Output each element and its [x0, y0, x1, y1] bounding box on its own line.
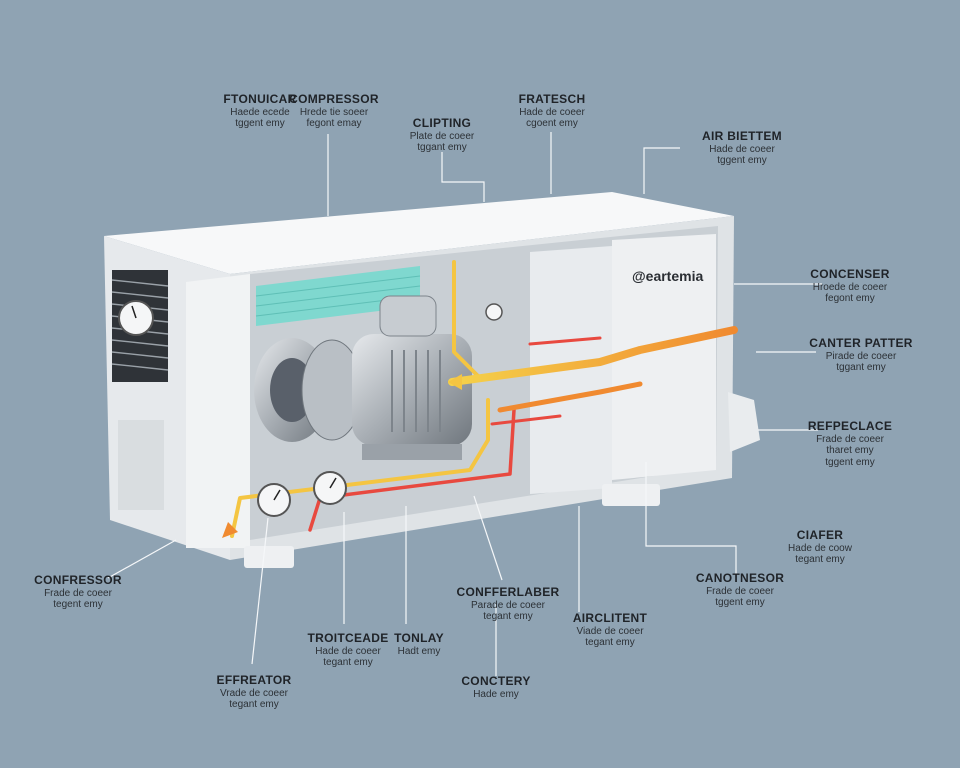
label-conctery: CONCTERY Hade emy — [450, 674, 542, 700]
label-sub: tharet emy — [826, 445, 874, 457]
label-sub: cgoent emy — [526, 118, 578, 130]
label-sub: Hade de coow — [788, 542, 852, 554]
label-title: CONFRESSOR — [34, 573, 122, 587]
label-sub: Frade de coeer — [706, 585, 774, 597]
label-title: TONLAY — [394, 631, 444, 645]
label-canotnesor: CANOTNESOR Frade de coeer tggent emy — [690, 571, 790, 609]
label-sub: Viade de coeer — [576, 625, 644, 637]
label-sub: tegant emy — [585, 637, 635, 649]
label-sub: tggent emy — [717, 155, 767, 167]
label-title: REFPECLACE — [807, 419, 893, 433]
label-title: CONCENSER — [810, 267, 890, 281]
label-sub: Vrade de coeer — [219, 687, 288, 699]
label-sub: tggant emy — [836, 362, 886, 374]
label-sub: Hrede tie soeer — [299, 106, 369, 118]
label-troitceade: TROITCEADE Hade de coeer tegant emy — [302, 631, 394, 669]
label-fratesch: FRATESCH Hade de coeer cgoent emy — [504, 92, 600, 130]
label-sub: Pirade de coeer — [825, 350, 897, 362]
label-sub: Hade de coeer — [315, 645, 381, 657]
label-sub: Plate de coeer — [409, 130, 475, 142]
label-title: CLIPTING — [412, 116, 472, 130]
leader-lines — [107, 132, 822, 676]
label-title: CONFFERLABER — [456, 585, 560, 599]
label-sub: tegent emy — [53, 599, 103, 611]
label-tonlay: TONLAY Hadt emy — [386, 631, 452, 657]
compressor-motor — [352, 295, 472, 460]
label-confferlaber: CONFFERLABER Parade de coeer tegant emy — [456, 585, 560, 623]
label-sub: Frade de coeer — [816, 433, 884, 445]
label-sub: tggant emy — [417, 142, 467, 154]
label-title: TROITCEADE — [307, 631, 389, 645]
label-concenser: CONCENSER Hroede de coeer fegont emy — [800, 267, 900, 305]
label-sub: tegant emy — [229, 699, 279, 711]
side-gauge-icon — [118, 300, 154, 336]
label-sub: Frade de coeer — [44, 587, 112, 599]
label-air-biettem: AIR BIETTEM Hade de coeer tggent emy — [692, 129, 792, 167]
label-effreator: EFFREATOR Vrade de coeer tegant emy — [206, 673, 302, 711]
label-sub: fegont emy — [825, 293, 875, 305]
label-ciafer: CIAFER Hade de coow tegant emy — [780, 528, 860, 566]
label-title: EFFREATOR — [216, 673, 292, 687]
label-compressor-top: COMPRESSOR Hrede tie soeer fegont emay — [286, 92, 382, 130]
label-clipting: CLIPTING Plate de coeer tggant emy — [394, 116, 490, 154]
label-title: AIR BIETTEM — [702, 129, 782, 143]
label-sub: Hadt emy — [397, 645, 441, 657]
label-refpeclace: REFPECLACE Frade de coeer tharet emy tgg… — [800, 419, 900, 468]
label-sub: Hade emy — [473, 688, 519, 700]
label-title: COMPRESSOR — [289, 92, 379, 106]
fan-assembly — [254, 338, 363, 442]
label-sub: Haede ecede — [230, 106, 290, 118]
label-confressor: CONFRESSOR Frade de coeer tegent emy — [30, 573, 126, 611]
label-canter-patter: CANTER PATTER Pirade de coeer tggant emy — [806, 336, 916, 374]
pressure-gauge-icon — [257, 303, 503, 517]
label-sub: Parade de coeer — [471, 599, 545, 611]
label-title: FRATESCH — [518, 92, 586, 106]
label-sub: tegant emy — [483, 611, 533, 623]
label-sub: tggent emy — [235, 118, 285, 130]
label-title: CONCTERY — [461, 674, 531, 688]
label-title: CANOTNESOR — [695, 571, 785, 585]
refrigerant-lines — [222, 260, 738, 538]
label-airclitent: AIRCLITENT Viade de coeer tegant emy — [562, 611, 658, 649]
label-title: CANTER PATTER — [809, 336, 913, 350]
label-sub: tggent emy — [825, 456, 875, 468]
label-sub: Hade de coeer — [519, 106, 585, 118]
label-ftonuicar: FTONUICAR Haede ecede tggent emy — [214, 92, 306, 130]
label-sub: tegant emy — [795, 554, 845, 566]
label-sub: tggent emy — [715, 597, 765, 609]
label-title: FTONUICAR — [223, 92, 297, 106]
evaporator-coil — [255, 266, 421, 326]
label-title: AIRCLITENT — [572, 611, 648, 625]
label-sub: Hroede de coeer — [812, 281, 888, 293]
label-sub: tegant emy — [323, 657, 373, 669]
label-sub: fegont emay — [306, 118, 362, 130]
label-sub: Hade de coeer — [709, 143, 775, 155]
label-title: CIAFER — [796, 528, 844, 542]
brand-logo: @eartemia — [632, 268, 704, 284]
